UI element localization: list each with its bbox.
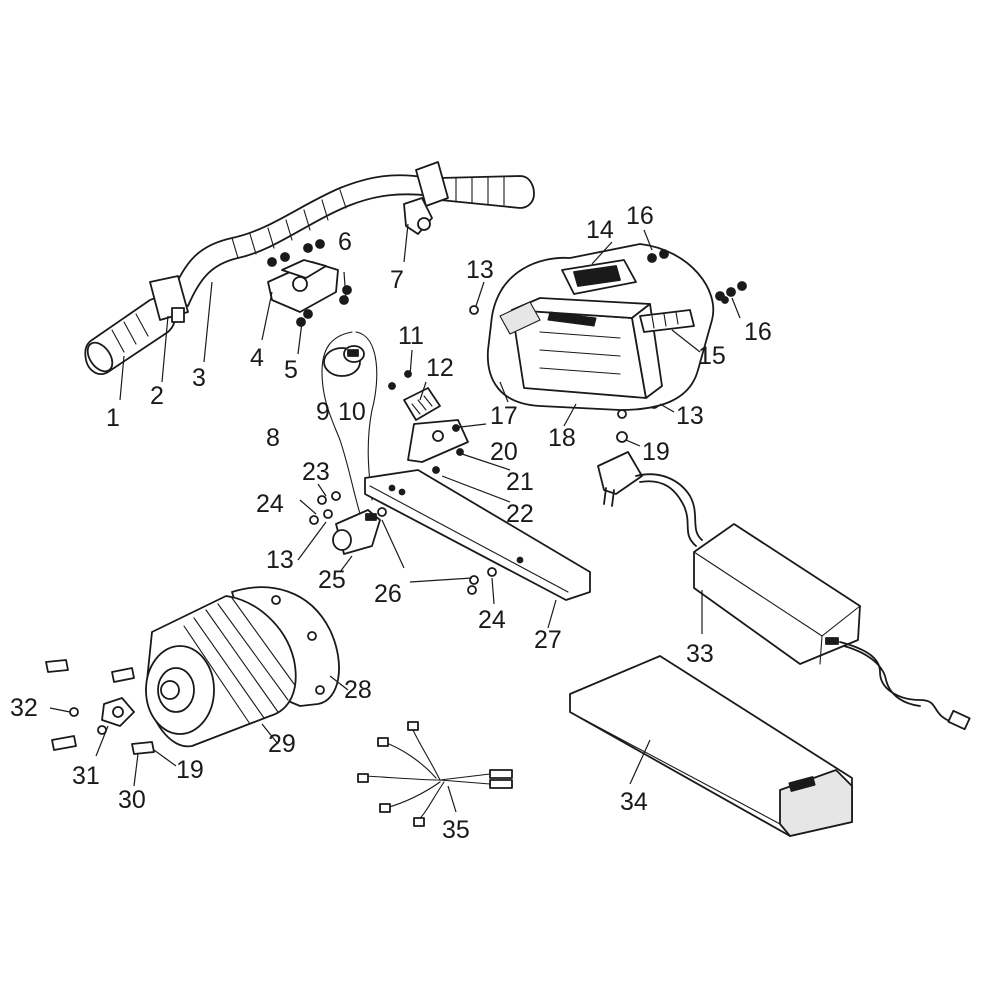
callout-1: 1 <box>106 404 120 432</box>
callout-9: 9 <box>316 398 330 426</box>
callout-6: 6 <box>338 228 352 256</box>
callout-16-right: 16 <box>744 318 772 346</box>
wiring-harness <box>357 721 513 827</box>
callout-27: 27 <box>534 626 562 654</box>
callout-2: 2 <box>150 382 164 410</box>
callout-8: 8 <box>266 424 280 452</box>
callout-25: 25 <box>318 566 346 594</box>
callout-30: 30 <box>118 786 146 814</box>
controller-label-large <box>561 259 637 295</box>
charger-body <box>693 523 861 665</box>
callout-19-bottom: 19 <box>176 756 204 784</box>
charger-plug <box>597 451 643 507</box>
callout-13-top: 13 <box>466 256 494 284</box>
callout-34: 34 <box>620 788 648 816</box>
motor-shaft-plate <box>101 697 135 727</box>
motor <box>145 595 297 748</box>
key-switch <box>323 345 365 377</box>
callout-22: 22 <box>506 500 534 528</box>
callout-33: 33 <box>686 640 714 668</box>
right-grip <box>415 161 535 209</box>
callout-28: 28 <box>344 676 372 704</box>
callout-21: 21 <box>506 468 534 496</box>
main-mounting-plate <box>364 469 591 601</box>
callout-7: 7 <box>390 266 404 294</box>
callout-13-left: 13 <box>266 546 294 574</box>
stem-clamp <box>267 259 339 313</box>
callout-16-top: 16 <box>626 202 654 230</box>
converter-bracket <box>407 419 469 474</box>
leader-lines <box>49 223 741 813</box>
callout-31: 31 <box>72 762 100 790</box>
callout-4: 4 <box>250 344 264 372</box>
switch-harness <box>321 331 378 521</box>
callout-35: 35 <box>442 816 470 844</box>
throttle-clamp <box>149 275 189 323</box>
callout-3: 3 <box>192 364 206 392</box>
charger-input-cable <box>635 473 703 547</box>
charger-connector <box>947 709 971 731</box>
speed-switch <box>332 509 381 555</box>
callout-10: 10 <box>338 398 366 426</box>
callout-13-right: 13 <box>676 402 704 430</box>
callout-20: 20 <box>490 438 518 466</box>
callout-26: 26 <box>374 580 402 608</box>
dc-converter <box>388 370 441 421</box>
controller-label-small <box>639 309 695 333</box>
motor-bolts <box>45 659 155 755</box>
callout-18: 18 <box>548 424 576 452</box>
small-screws <box>309 285 659 595</box>
callout-labels: 1 2 3 4 5 6 7 8 9 10 11 12 13 13 13 14 1… <box>10 202 772 844</box>
callout-24-left: 24 <box>256 490 284 518</box>
battery <box>569 655 853 837</box>
cover-bolts <box>647 249 747 304</box>
callout-17: 17 <box>490 402 518 430</box>
callout-12: 12 <box>426 354 454 382</box>
callout-24-right: 24 <box>478 606 506 634</box>
callout-5: 5 <box>284 356 298 384</box>
callout-14: 14 <box>586 216 614 244</box>
controller-box <box>499 297 663 399</box>
callout-11: 11 <box>398 322 424 350</box>
callout-29: 29 <box>268 730 296 758</box>
brake-lever-mount <box>403 197 433 235</box>
callout-19-top: 19 <box>642 438 670 466</box>
callout-32: 32 <box>10 694 38 722</box>
callout-23: 23 <box>302 458 330 486</box>
charger-output-cable <box>839 641 953 723</box>
callout-15: 15 <box>698 342 726 370</box>
